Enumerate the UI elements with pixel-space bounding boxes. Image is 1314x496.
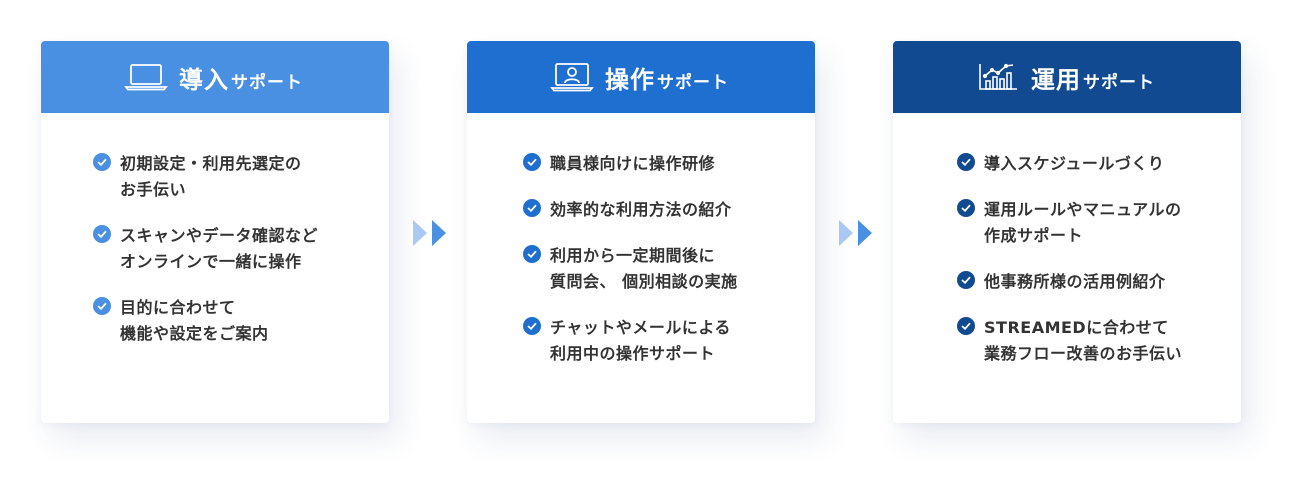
card-body: 初期設定・利用先選定の お手伝い スキャンやデータ確認など オンラインで一緒に操… [41,113,389,347]
item-text: 目的に合わせて [120,298,236,317]
card-title-sub: サポート [1083,72,1155,93]
check-icon [93,153,111,171]
check-icon [523,245,541,263]
card-management-support: 運用 サポート 導入スケジュールづくり 運用ルールやマニュアルの 作成サポート [893,41,1241,423]
list-item: 導入スケジュールづくり [957,151,1241,177]
list-item: 他事務所様の活用例紹介 [957,269,1241,295]
item-text: チャットやメールによる [550,318,731,337]
list-item: 利用から一定期間後に 質問会、 個別相談の実施 [523,243,815,295]
item-text: 職員様向けに操作研修 [550,154,716,173]
check-icon [957,153,975,171]
item-text: 利用から一定期間後に [550,246,716,265]
card-body: 職員様向けに操作研修 効率的な利用方法の紹介 利用から一定期間後に 質問会、 個… [467,113,815,367]
card-title-main: 操作 [605,65,655,94]
card-title-sub: サポート [657,72,729,93]
card-title: 導入 サポート [179,60,303,95]
item-text: 作成サポート [984,226,1084,245]
card-title-sub: サポート [231,72,303,93]
card-header: 運用 サポート [893,41,1241,113]
card-title-main: 導入 [179,65,229,94]
item-text: STREAMEDに合わせて [984,318,1169,337]
double-chevron-right-icon [412,218,450,248]
card-onboarding-support: 導入 サポート 初期設定・利用先選定の お手伝い スキャンやデータ確認など オン… [41,41,389,423]
item-text: 利用中の操作サポート [550,344,716,363]
card-title: 操作 サポート [605,60,729,95]
list-item: チャットやメールによる 利用中の操作サポート [523,315,815,367]
check-icon [523,153,541,171]
item-text: 導入スケジュールづくり [984,154,1165,173]
list-item: 目的に合わせて 機能や設定をご案内 [93,295,389,347]
card-operation-support: 操作 サポート 職員様向けに操作研修 効率的な利用方法の紹介 利用から一定期 [467,41,815,423]
item-text: オンラインで一緒に操作 [120,252,302,271]
chart-icon [975,60,1021,94]
check-icon [523,317,541,335]
list-item: 運用ルールやマニュアルの 作成サポート [957,197,1241,249]
card-body: 導入スケジュールづくり 運用ルールやマニュアルの 作成サポート 他事務所様の活用… [893,113,1241,367]
list-item: 効率的な利用方法の紹介 [523,197,815,223]
card-header: 操作 サポート [467,41,815,113]
check-icon [93,297,111,315]
list-item: スキャンやデータ確認など オンラインで一緒に操作 [93,223,389,275]
laptop-icon [123,60,169,94]
check-icon [957,271,975,289]
list-item: 初期設定・利用先選定の お手伝い [93,151,389,203]
item-text: 業務フロー改善のお手伝い [984,344,1183,363]
item-text: 他事務所様の活用例紹介 [984,272,1166,291]
double-chevron-right-icon [838,218,876,248]
list-item: 職員様向けに操作研修 [523,151,815,177]
card-header: 導入 サポート [41,41,389,113]
check-icon [523,199,541,217]
item-text: お手伝い [120,180,187,199]
item-text: 機能や設定をご案内 [120,324,269,343]
item-text: 質問会、 個別相談の実施 [550,272,738,291]
item-text: スキャンやデータ確認など [120,226,319,245]
item-text: 初期設定・利用先選定の [120,154,302,173]
item-text: 運用ルールやマニュアルの [984,200,1182,219]
item-text: 効率的な利用方法の紹介 [550,200,732,219]
check-icon [957,199,975,217]
check-icon [957,317,975,335]
list-item: STREAMEDに合わせて 業務フロー改善のお手伝い [957,315,1241,367]
check-icon [93,225,111,243]
card-title-main: 運用 [1031,65,1081,94]
monitor-person-icon [549,60,595,94]
card-title: 運用 サポート [1031,60,1155,95]
